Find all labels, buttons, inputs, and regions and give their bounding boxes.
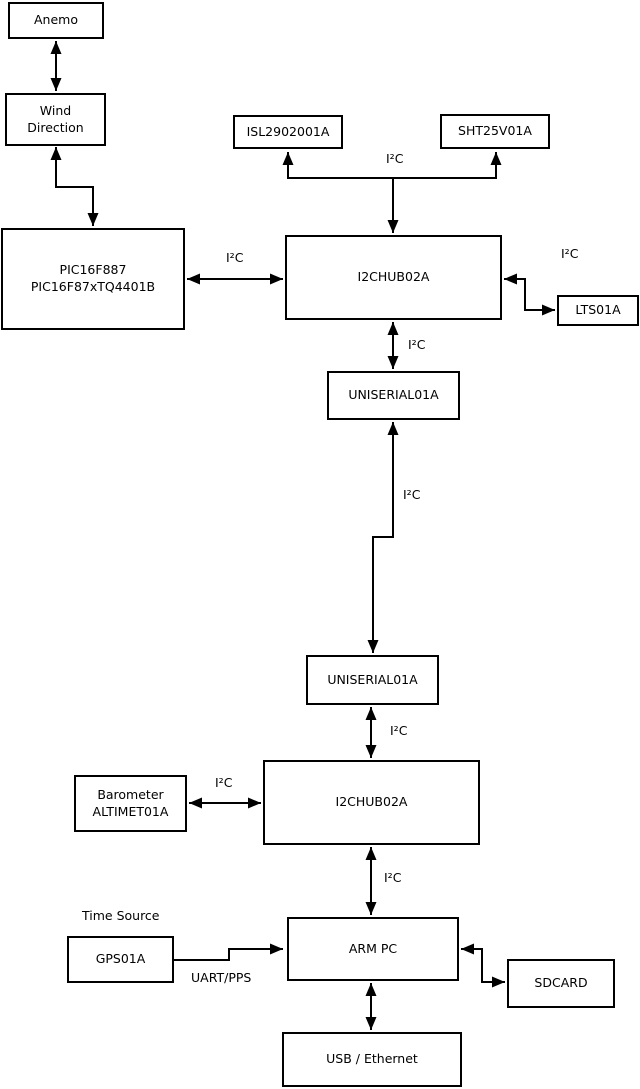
edge-label-uart-pps: UART/PPS [191, 970, 252, 985]
node-pic16f887-label-line1: PIC16F887 [59, 262, 127, 278]
edge-label-i2c-pic-hub1: I²C [226, 250, 244, 265]
edge-uni1-uni2 [367, 422, 399, 653]
edge-label-i2c-sensor-branch: I²C [386, 151, 404, 166]
edge-hub1-uni1 [387, 322, 399, 369]
node-uniserial01a-bottom-label: UNISERIAL01A [327, 671, 418, 687]
node-uniserial01a-top-label: UNISERIAL01A [348, 387, 439, 403]
node-anemo-label: Anemo [34, 12, 78, 28]
edge-pic-hub1 [187, 273, 283, 285]
edge-hub1-lts [504, 273, 555, 316]
node-barometer-altimet01a: Barometer ALTIMET01A [74, 775, 187, 832]
edge-arm-usb [365, 983, 377, 1030]
node-lts01a: LTS01A [557, 295, 639, 326]
node-i2chub02a-top: I2CHUB02A [285, 235, 502, 320]
node-i2chub02a-bottom: I2CHUB02A [263, 760, 480, 845]
node-wind-direction: Wind Direction [5, 93, 106, 146]
edge-gps-arm [174, 943, 283, 961]
node-usb-ethernet: USB / Ethernet [282, 1032, 462, 1087]
node-lts01a-label: LTS01A [575, 302, 621, 318]
edge-baro-hub2 [189, 797, 261, 809]
node-uniserial01a-top: UNISERIAL01A [327, 371, 460, 420]
node-uniserial01a-bottom: UNISERIAL01A [306, 655, 439, 705]
node-i2chub02a-bottom-label: I2CHUB02A [335, 794, 408, 810]
node-anemo: Anemo [8, 2, 104, 39]
edge-label-time-source: Time Source [82, 908, 160, 923]
node-gps01a-label: GPS01A [95, 951, 146, 967]
node-usb-ethernet-label: USB / Ethernet [326, 1051, 418, 1067]
node-arm-pc-label: ARM PC [348, 940, 398, 956]
node-sht25v01a: SHT25V01A [440, 114, 550, 149]
node-i2chub02a-top-label: I2CHUB02A [357, 269, 430, 285]
edge-anemo-wind [50, 41, 62, 91]
node-wind-direction-label-line2: Direction [27, 119, 84, 135]
node-pic16f887: PIC16F887 PIC16F87xTQ4401B [1, 228, 185, 330]
node-barometer-label-line2: ALTIMET01A [92, 803, 169, 819]
edge-arm-sdcard [461, 943, 505, 988]
edge-sensor-branch [282, 152, 502, 233]
node-isl2902001a: ISL2902001A [233, 115, 343, 149]
edge-hub2-arm [365, 847, 377, 915]
edge-label-i2c-uni2-hub2: I²C [390, 723, 408, 738]
node-sdcard-label: SDCARD [534, 975, 588, 991]
node-gps01a: GPS01A [67, 936, 174, 983]
edge-label-i2c-baro-hub2: I²C [215, 775, 233, 790]
node-barometer-label-line1: Barometer [97, 786, 164, 802]
node-isl2902001a-label: ISL2902001A [246, 123, 330, 139]
node-wind-direction-label-line1: Wind [39, 102, 72, 118]
edge-label-i2c-hub2-arm: I²C [384, 870, 402, 885]
node-pic16f887-label-line2: PIC16F87xTQ4401B [30, 279, 156, 294]
edge-uni2-hub2 [365, 707, 377, 758]
node-sht25v01a-label: SHT25V01A [458, 123, 532, 139]
edge-wind-pic [50, 147, 99, 226]
edge-label-i2c-hub1-lts: I²C [561, 246, 579, 261]
node-sdcard: SDCARD [507, 959, 615, 1008]
edge-label-i2c-hub1-uni1: I²C [408, 337, 426, 352]
node-arm-pc: ARM PC [287, 917, 459, 981]
edge-label-i2c-uni1-uni2: I²C [403, 487, 421, 502]
